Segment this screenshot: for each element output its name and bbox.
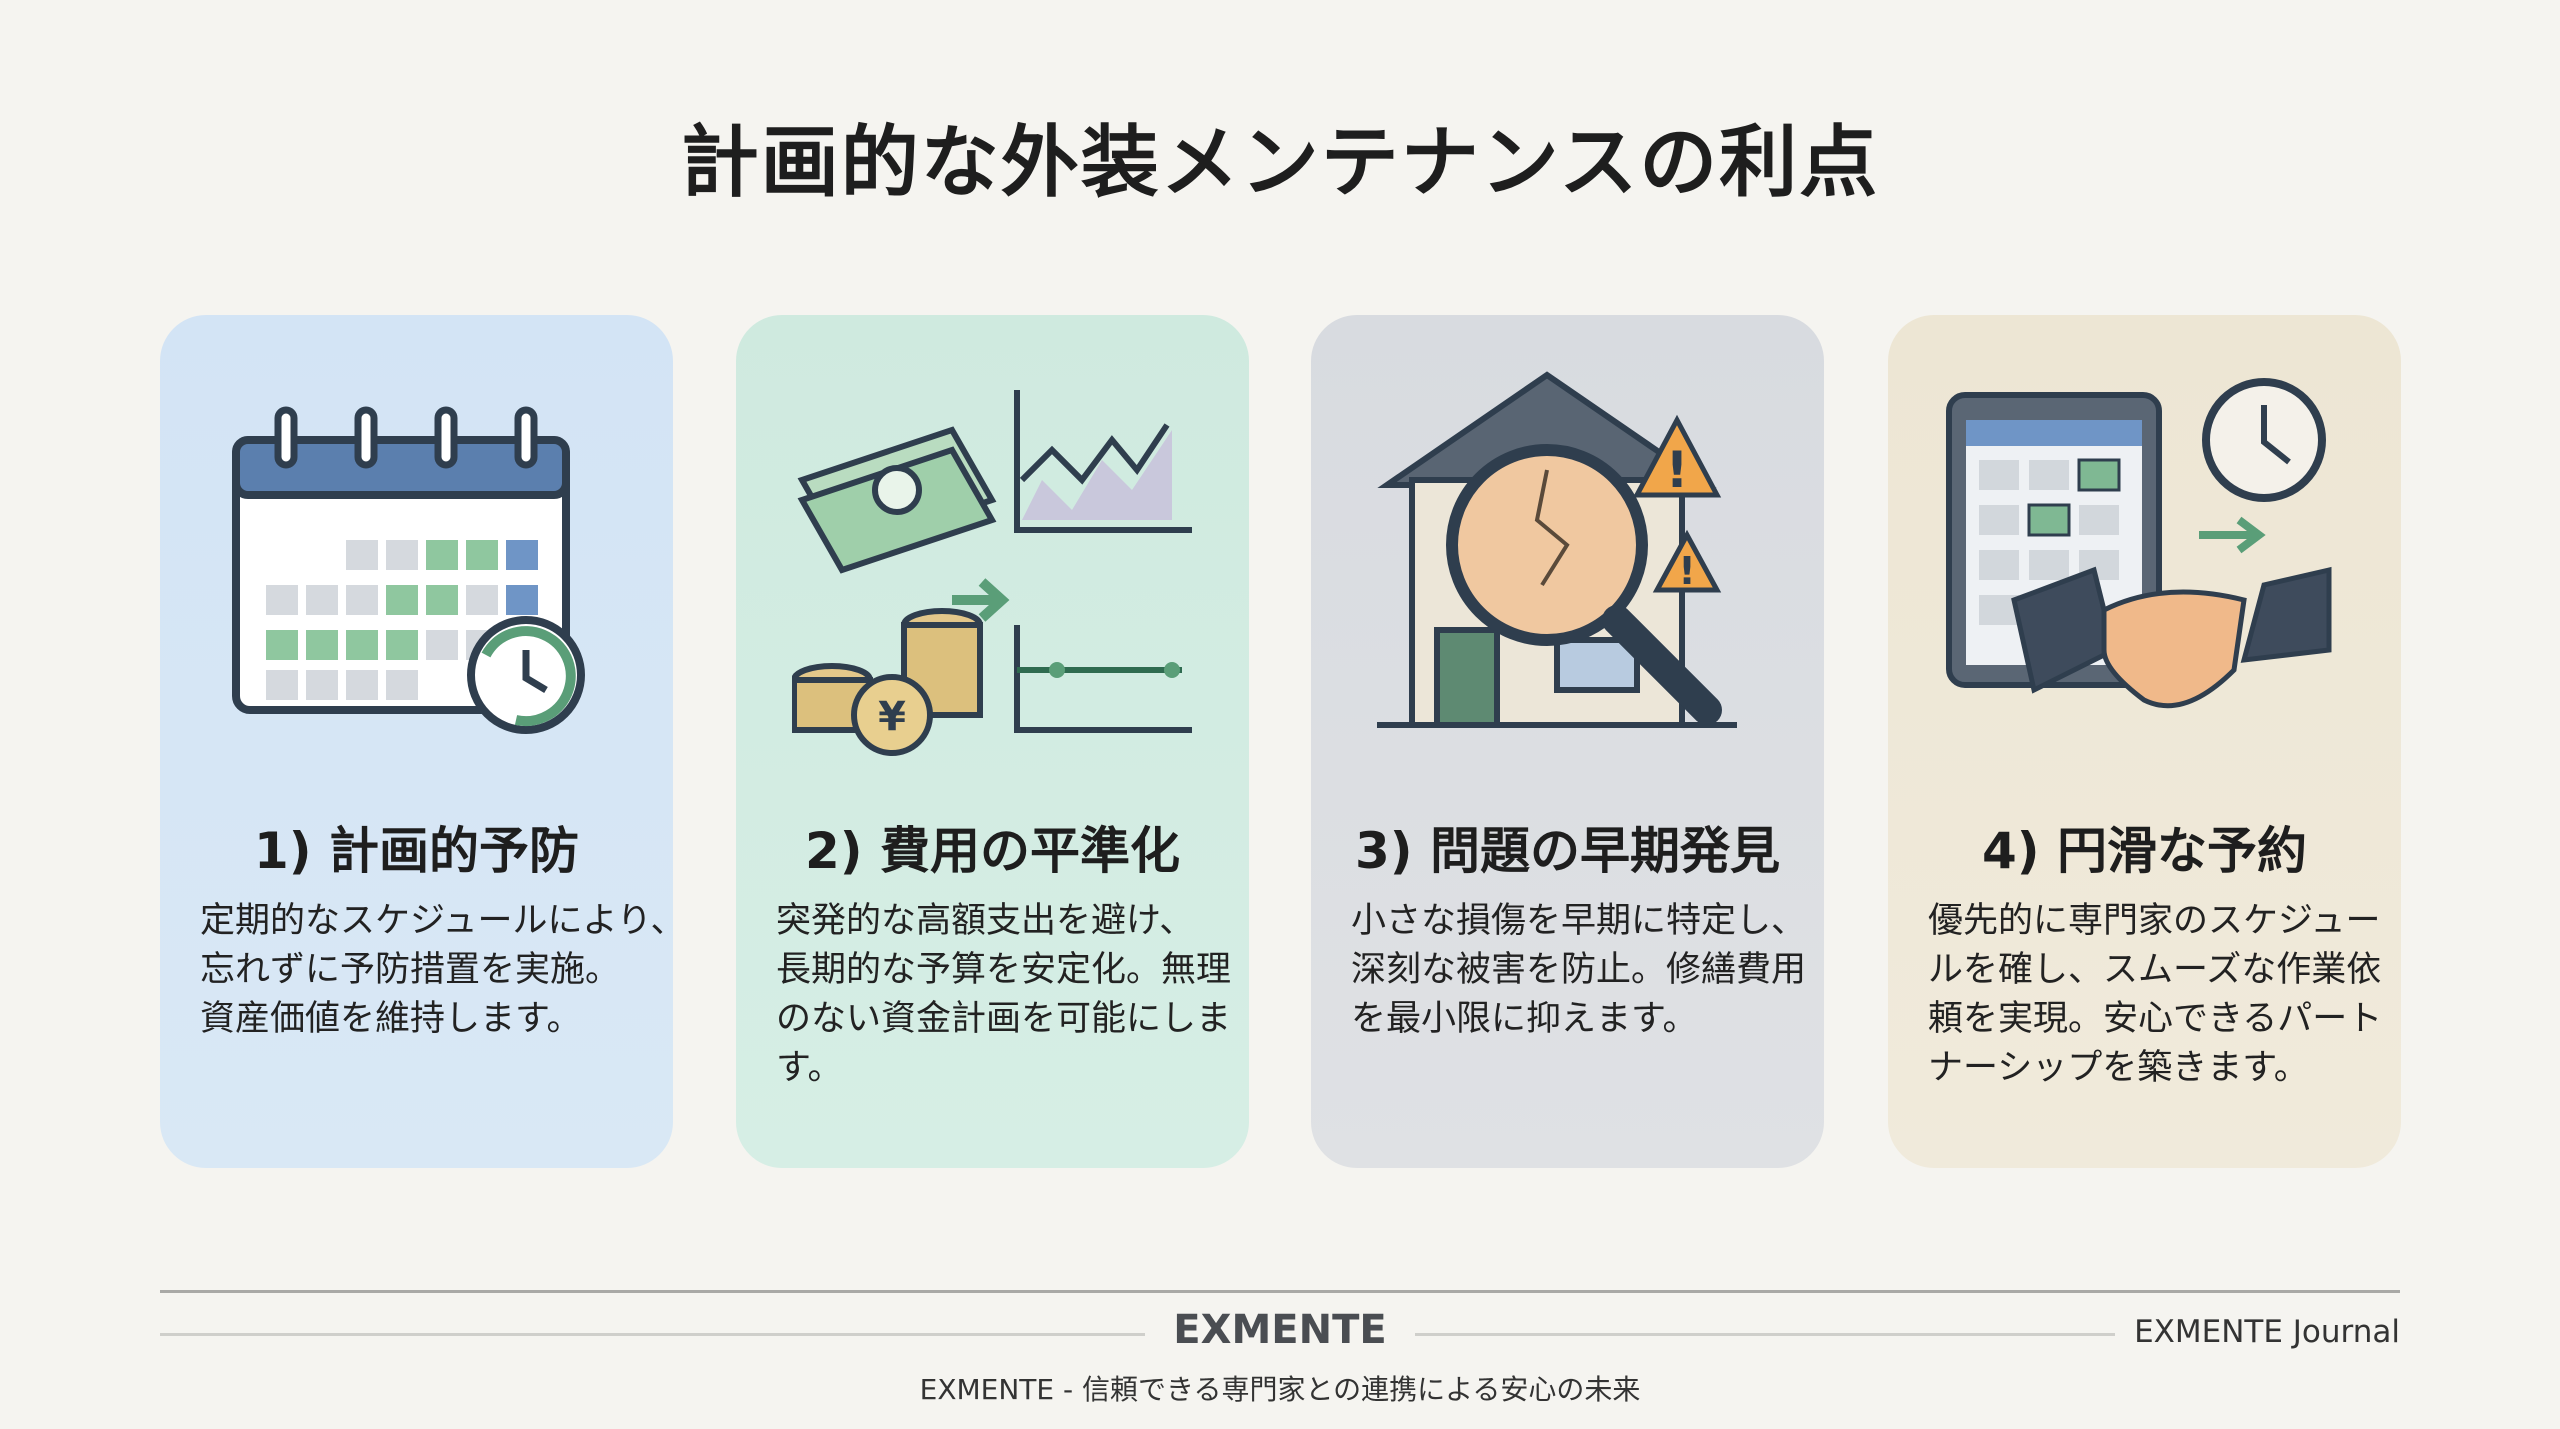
svg-text:!: ! (1678, 549, 1695, 593)
body-line: 忘れずに予防措置を実施。 (200, 950, 621, 990)
card-body: 突発的な高額支出を避け、 長期的な予算を安定化。無理 のない資金計画を可能にしま… (776, 897, 1232, 1093)
money-chart-icon: ¥ (792, 390, 1192, 756)
footer-rule-right (1415, 1333, 2115, 1336)
card-heading: 3) 問題の早期発見 (1354, 822, 1781, 880)
body-line: ルを確し、スムーズな作業依 (1928, 950, 2382, 990)
card-body: 優先的に専門家のスケジュー ルを確し、スムーズな作業依 頼を実現。安心できるパー… (1928, 897, 2383, 1093)
body-line: を最小限に抑えます。 (1351, 999, 1698, 1039)
house-magnifier-icon: ! ! (1377, 371, 1737, 728)
card-smooth-booking: 4) 円滑な予約 優先的に専門家のスケジュー ルを確し、スムーズな作業依 頼を実… (1888, 315, 2401, 1168)
card-body: 小さな損傷を早期に特定し、 深刻な被害を防止。修繕費用 を最小限に抑えます。 (1351, 897, 1807, 1044)
footer-tagline: EXMENTE - 信頼できる専門家との連携による安心の未来 (919, 1373, 1641, 1406)
tablet-handshake-icon (1946, 378, 2332, 709)
body-line: 深刻な被害を防止。修繕費用 (1351, 950, 1807, 990)
card-body: 定期的なスケジュールにより、 忘れずに予防措置を実施。 資産価値を維持します。 (200, 897, 686, 1044)
card-planned-prevention: 1) 計画的予防 定期的なスケジュールにより、 忘れずに予防措置を実施。 資産価… (160, 315, 686, 1168)
body-line: 頼を実現。安心できるパート (1928, 999, 2383, 1039)
card-early-detection: ! ! 3) 問題の早期発見 小さな損傷を早期に特定し、 深刻な被害を防止。修繕… (1311, 315, 1824, 1168)
svg-text:¥: ¥ (878, 694, 906, 740)
card-heading: 4) 円滑な予約 (1981, 822, 2308, 880)
footer-rule-left (160, 1333, 1145, 1336)
body-line: 小さな損傷を早期に特定し、 (1351, 901, 1807, 941)
body-line: のない資金計画を可能にしま (776, 999, 1232, 1039)
body-line: 優先的に専門家のスケジュー (1928, 901, 2381, 941)
page-title: 計画的な外装メンテナンスの利点 (680, 118, 1880, 208)
body-line: ナーシップを築きます。 (1928, 1048, 2309, 1088)
body-line: 長期的な予算を安定化。無理 (776, 950, 1232, 990)
body-line: す。 (776, 1048, 843, 1088)
card-cost-leveling: ¥ 2) 費用の平準化 突発的な高額支出を避け、 長期的な予算を安定化。無理 の… (736, 315, 1249, 1168)
calendar-check-icon (232, 406, 585, 734)
body-line: 定期的なスケジュールにより、 (200, 901, 686, 941)
footer-brand: EXMENTE (1173, 1307, 1387, 1353)
card-heading: 2) 費用の平準化 (804, 822, 1181, 880)
body-line: 資産価値を維持します。 (200, 999, 582, 1039)
card-heading: 1) 計画的予防 (253, 822, 580, 880)
footer-journal: EXMENTE Journal (2134, 1314, 2400, 1350)
svg-text:!: ! (1666, 441, 1689, 499)
body-line: 突発的な高額支出を避け、 (776, 901, 1195, 941)
footer-divider (160, 1290, 2400, 1293)
